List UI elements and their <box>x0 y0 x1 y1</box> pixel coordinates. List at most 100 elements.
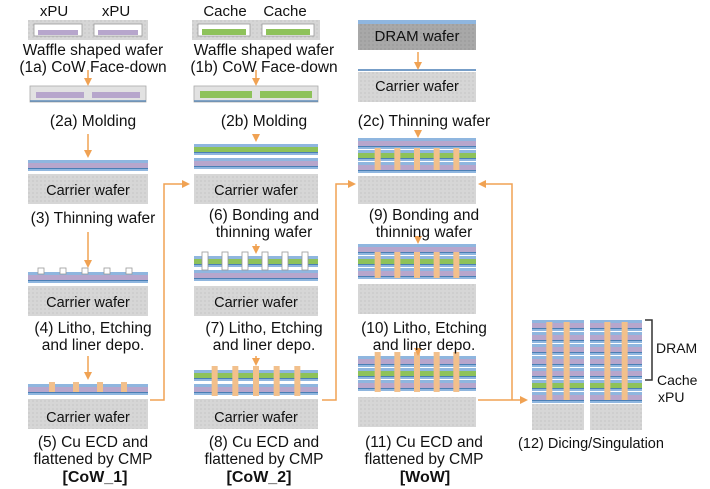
step-1b-cache-die-2 <box>266 29 310 35</box>
step-10-cu-pillar-1 <box>374 252 381 278</box>
step-6-bottom-bond-bottom <box>194 167 318 169</box>
dram-side-label: DRAM <box>656 340 698 356</box>
step-10-cu-pillar-4 <box>433 252 440 278</box>
step-7-via-hole-4 <box>261 251 269 271</box>
step-7-via-hole-5 <box>281 251 289 271</box>
arrow-loop-back-to-9 <box>478 180 513 400</box>
step-12-die1-dram-4-bond-top <box>532 356 584 359</box>
step-11-cu-pillar-1 <box>374 352 381 392</box>
step-3-carrier-wafer <box>28 174 148 204</box>
step-4-carrier-wafer <box>28 286 148 316</box>
step-12-die2-xpu-device <box>590 395 642 400</box>
carrier-wafer-label-4: Carrier wafer <box>46 295 130 311</box>
arrow-8-to-9 <box>322 180 356 401</box>
carrier-wafer-label-2c: Carrier wafer <box>375 79 459 95</box>
step-8-cu-pillar-4 <box>273 366 280 396</box>
step-12-die2-dram-2-bond-top <box>590 332 642 335</box>
step-12-die2-xpu-bond-top <box>590 392 642 395</box>
step-3-bond-top <box>28 160 148 163</box>
step-12-die1-dram-3-bond-top <box>532 344 584 347</box>
step-8-carrier-wafer <box>194 399 318 429</box>
step-2b-caption: (2b) Molding <box>220 113 308 130</box>
arrow-5-to-6 <box>150 180 190 401</box>
column-cow1-label: [CoW_1] <box>62 469 128 486</box>
step-12-die1-dram-5-bond-top <box>532 368 584 371</box>
step-8-caption: (8) Cu ECD and flattened by CMP <box>204 434 324 468</box>
carrier-wafer-label-7: Carrier wafer <box>214 295 298 311</box>
step-9-caption: (9) Bonding and thinning wafer <box>368 207 480 241</box>
step-7-caption: (7) Litho, Etching and liner depo. <box>205 320 323 354</box>
step-12-die2-cu-pillar-2 <box>621 322 628 400</box>
step-12-die1-dram-2-bond-bottom <box>532 341 584 343</box>
step-1a-xpu-die-2 <box>98 30 138 35</box>
column-wow-label: [WoW] <box>399 469 451 486</box>
step-12-die2-dram-2-device <box>590 335 642 340</box>
step-5-bond-bottom <box>28 393 148 395</box>
step-4-etch-hole-2 <box>59 267 67 275</box>
step-12-die2-dram-2-bond-bottom <box>590 341 642 343</box>
step-12-die1-dram-2-bond-top <box>532 332 584 335</box>
step-11-caption: (11) Cu ECD and flattened by CMP <box>364 434 484 468</box>
step-7-bottom-bond-bottom <box>194 279 318 281</box>
step-11-cu-pillar-4 <box>433 352 440 392</box>
step-6-top-device <box>194 147 318 152</box>
step-12-die2-dram-3-bond-top <box>590 344 642 347</box>
step-8-cu-pillar-2 <box>232 366 239 396</box>
step-12-die2-dram-5-bond-top <box>590 368 642 371</box>
step-8-cu-pillar-1 <box>211 366 218 396</box>
step-7-via-hole-1 <box>201 251 209 271</box>
step-4-etch-hole-5 <box>125 267 133 275</box>
step-11-cu-pillar-3 <box>414 352 420 392</box>
dram-bracket <box>645 319 653 381</box>
step-10-cu-pillar-3 <box>414 252 420 278</box>
step-5-bond-top <box>28 384 148 387</box>
carrier-wafer-label-5: Carrier wafer <box>46 410 130 426</box>
step-12-die1-dram-2-device <box>532 335 584 340</box>
step-5-carrier-wafer <box>28 399 148 429</box>
step-1a-xpu-die-1 <box>38 30 78 35</box>
step-12-die1-xpu-device <box>532 395 584 400</box>
step-12-die1-xpu-bond-top <box>532 392 584 395</box>
step-12-caption: (12) Dicing/Singulation <box>518 436 664 452</box>
step-12-die2-cu-pillar-1 <box>604 322 611 400</box>
step-10-caption: (10) Litho, Etching and liner depo. <box>361 320 487 354</box>
step-10-cu-pillar-5 <box>453 252 460 278</box>
step-12-die1-dram-4-bond-bottom <box>532 365 584 367</box>
step-10-l1-device <box>358 247 476 252</box>
step-6-carrier-wafer <box>194 174 318 204</box>
carrier-wafer-label-6: Carrier wafer <box>214 183 298 199</box>
step-9-cu-pillar-1 <box>374 148 381 170</box>
step-7-via-hole-2 <box>221 251 229 271</box>
step-4-etch-hole-3 <box>81 267 89 275</box>
xpu-label-2: xPU <box>101 3 131 20</box>
step-9-l1-bond-top <box>358 138 476 141</box>
step-1a-caption: Waffle shaped wafer (1a) CoW Face-down <box>19 42 167 76</box>
step-6-top-bond-bottom <box>194 153 318 155</box>
step-12-die2-dram-1-bond-top <box>590 320 642 323</box>
step-12-die1-dram-1-bond-bottom <box>532 329 584 331</box>
step-12-die2-cache-bond-top <box>590 380 642 383</box>
step-5-cu-pillar-3 <box>97 382 103 392</box>
step-9-cu-pillar-5 <box>453 148 460 170</box>
step-5-caption: (5) Cu ECD and flattened by CMP <box>33 434 153 468</box>
step-12-die2-dram-1-bond-bottom <box>590 329 642 331</box>
step-12-die2-dram-1-device <box>590 323 642 328</box>
step-3-caption: (3) Thinning wafer <box>30 210 156 227</box>
carrier-wafer-label-3: Carrier wafer <box>46 183 130 199</box>
step-11-cu-pillar-2 <box>394 352 401 392</box>
step-12-die1-dram-5-bond-bottom <box>532 377 584 379</box>
step-7-bottom-bond-top <box>194 270 318 273</box>
step-12-die2-cache-bond-bottom <box>590 389 642 391</box>
carrier-wafer-label-8: Carrier wafer <box>214 410 298 426</box>
step-4-caption: (4) Litho, Etching and liner depo. <box>34 320 152 354</box>
step-8-cu-pillar-3 <box>253 366 259 396</box>
step-2c-dram-top-layer <box>358 20 476 24</box>
step-10-l1-bond-top <box>358 244 476 247</box>
step-2a-die-2 <box>92 92 140 98</box>
step-10-carrier-wafer <box>358 284 476 314</box>
step-12-die1-cu-pillar-2 <box>563 322 570 400</box>
step-9-l3-bond-bottom <box>358 171 476 173</box>
step-2c-caption: (2c) Thinning wafer <box>357 113 491 130</box>
